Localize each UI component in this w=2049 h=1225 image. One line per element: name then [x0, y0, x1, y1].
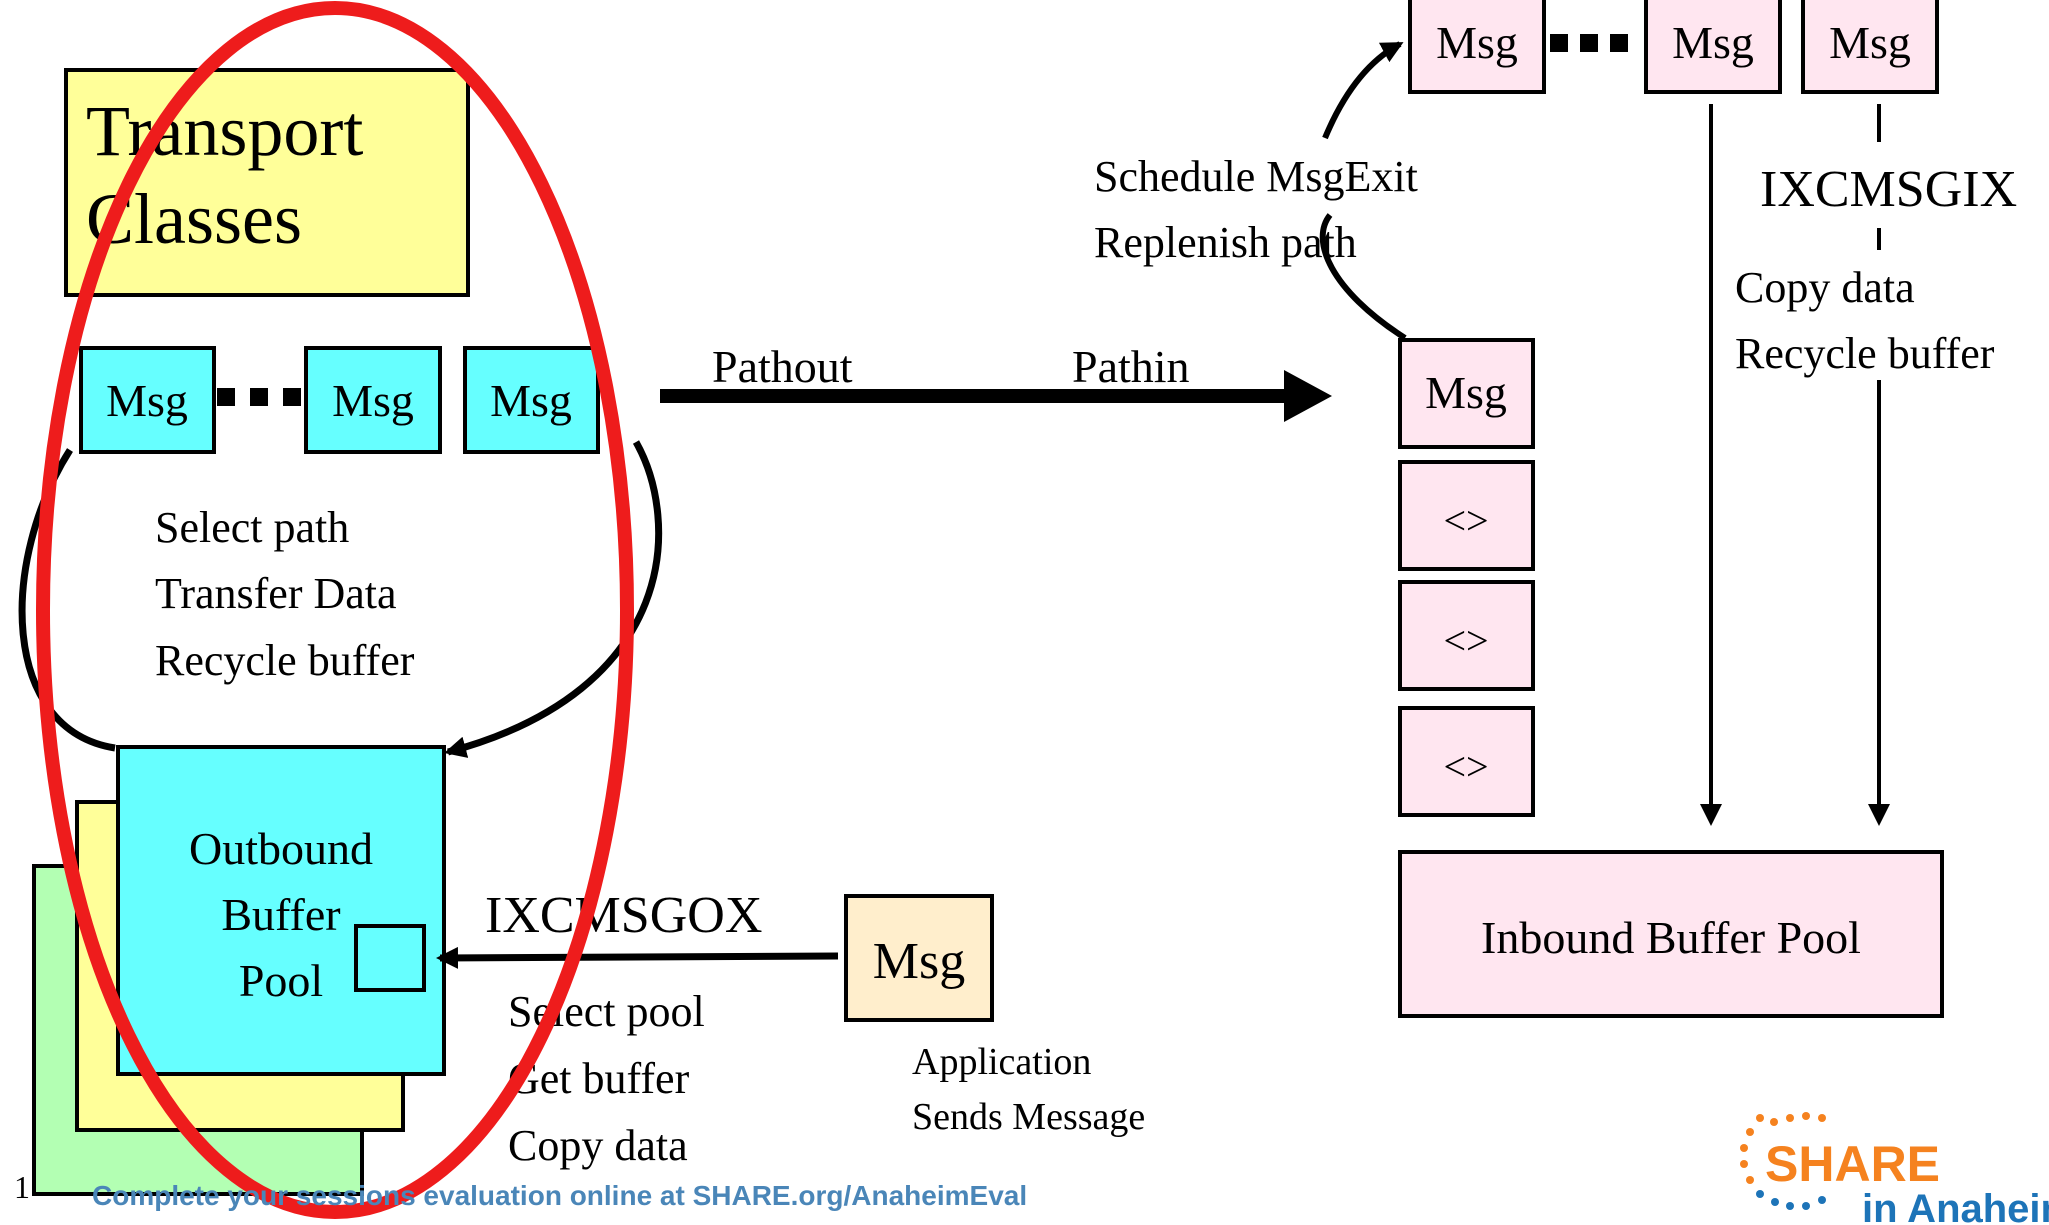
transfer-data-text: Transfer Data — [155, 569, 397, 618]
ellipsis-dot — [1610, 34, 1628, 52]
inbound-path-buffers: Msg <> <> <> — [1398, 338, 1535, 817]
copy-data-out-text: Copy data — [508, 1121, 688, 1170]
inbound-queue-msg-label-2: Msg — [1672, 17, 1754, 68]
empty-buffer-2 — [1398, 580, 1535, 691]
transport-classes-box: Transport Classes — [64, 68, 470, 297]
outbound-pool-line1: Outbound — [189, 823, 373, 874]
pathout-label: Pathout — [712, 341, 853, 392]
share-dots-icon-blue — [1756, 1190, 1826, 1210]
ixcmsgox-label: IXCMSGOX — [485, 887, 762, 944]
ixcmsgix-label: IXCMSGIX — [1760, 161, 2017, 218]
inbound-msg-buffer — [1398, 338, 1535, 449]
ellipsis-dot — [1580, 34, 1598, 52]
outbound-msg-queue: Msg Msg Msg — [79, 346, 600, 454]
outbound-msg-box-1 — [79, 346, 216, 454]
share-dots-icon — [1740, 1112, 1826, 1184]
inbound-queue-msg-label-3: Msg — [1829, 17, 1911, 68]
schedule-msgexit-text: Schedule MsgExit — [1094, 152, 1418, 201]
empty-buffer-label-2: <> — [1443, 618, 1488, 663]
share-anaheim-logo: SHARE in Anaheim — [1740, 1112, 2049, 1225]
outbound-msg-label-3: Msg — [490, 375, 572, 426]
application-msg: Msg Application Sends Message — [844, 894, 1145, 1138]
inbound-buffer-pool-label: Inbound Buffer Pool — [1481, 912, 1861, 963]
empty-buffer-1 — [1398, 460, 1535, 571]
recycle-buffer-in-text: Recycle buffer — [1735, 329, 1995, 378]
outbound-msg-label-1: Msg — [106, 375, 188, 426]
application-caption: Application — [912, 1041, 1091, 1083]
schedule-msgexit-arrow — [1322, 41, 1404, 140]
inbound-queue-msg-label-1: Msg — [1436, 17, 1518, 68]
ellipsis-dot — [217, 388, 235, 406]
recycle-buffer-text: Recycle buffer — [155, 636, 415, 685]
ellipsis-dot — [250, 388, 268, 406]
pathin-label: Pathin — [1072, 341, 1190, 392]
outbound-buffer-pool — [116, 745, 446, 1076]
signalling-path-arrowhead — [1284, 370, 1332, 422]
replenish-curve-lower — [1319, 213, 1407, 341]
copy-data-in-text: Copy data — [1735, 263, 1915, 312]
replenish-path-text: Replenish path — [1094, 218, 1357, 267]
outbound-buffer-slot — [354, 924, 426, 992]
transport-classes-line1: Transport — [86, 91, 363, 171]
inbound-buffer-pool: Inbound Buffer Pool — [1398, 850, 1944, 1018]
outbound-pool-line3: Pool — [239, 955, 323, 1006]
ellipsis-dot — [1550, 34, 1568, 52]
select-path-text: Select path — [155, 503, 349, 552]
inbound-queue-msg-box-1 — [1408, 0, 1546, 94]
outbound-loop-right-arrow — [444, 440, 663, 758]
empty-buffer-label-3: <> — [1443, 744, 1488, 789]
outbound-msg-box-3 — [463, 346, 600, 454]
in-anaheim-text: in Anaheim — [1862, 1187, 2049, 1225]
inbound-msg-queue: Msg Msg Msg — [1408, 0, 1939, 94]
inbound-msg-label: Msg — [1425, 367, 1507, 418]
inbound-queue-msg-box-2 — [1644, 0, 1782, 94]
ixcmsgox-arrow — [436, 946, 839, 969]
get-buffer-text: Get buffer — [508, 1054, 690, 1103]
inbound-buffer-pool-box — [1398, 850, 1944, 1018]
highlight-ellipse — [36, 1, 634, 1219]
empty-buffer-3 — [1398, 706, 1535, 817]
outbound-msg-box-2 — [304, 346, 442, 454]
outbound-loop-left — [18, 448, 116, 752]
empty-buffer-label-1: <> — [1443, 498, 1488, 543]
sends-message-caption: Sends Message — [912, 1096, 1145, 1138]
evaluation-footer-text: Complete your sessions evaluation online… — [92, 1180, 1027, 1211]
application-msg-label: Msg — [873, 933, 965, 990]
outbound-msg-label-2: Msg — [332, 375, 414, 426]
outbound-pool-line2: Buffer — [221, 889, 340, 940]
share-brand-text: SHARE — [1765, 1136, 1940, 1192]
ellipsis-dot — [283, 388, 301, 406]
inbound-queue-msg-box-3 — [1801, 0, 1939, 94]
application-msg-box — [844, 894, 994, 1022]
page-number: 1 — [14, 1169, 30, 1205]
